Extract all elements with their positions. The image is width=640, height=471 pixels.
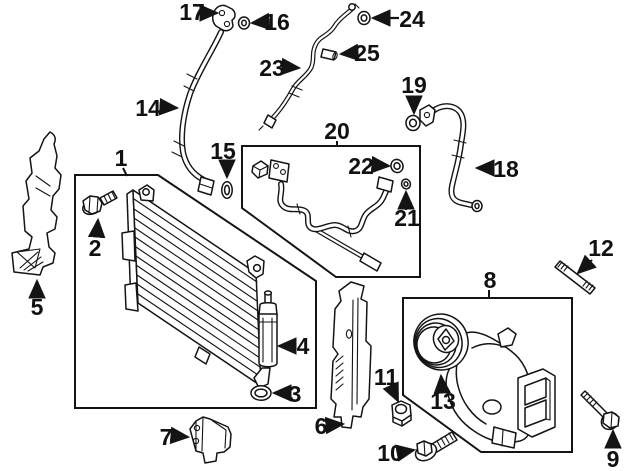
o-ring-19 (405, 114, 421, 132)
lower-mount-bracket (189, 416, 232, 464)
callout-labels: 1 2 3 4 5 6 7 8 9 10 11 12 13 14 15 16 1… (31, 0, 620, 471)
flange-bolt-10 (414, 431, 458, 462)
callout-label-19: 19 (401, 72, 427, 98)
compressor-body (445, 327, 556, 449)
o-ring-16 (237, 16, 251, 30)
callout-label-12: 12 (588, 235, 614, 261)
callout-label-14: 14 (135, 95, 161, 121)
o-ring-15 (221, 180, 233, 200)
callout-label-21: 21 (394, 205, 420, 231)
callout-label-2: 2 (89, 235, 102, 261)
callout-label-8: 8 (484, 267, 497, 293)
o-ring-22 (390, 158, 404, 174)
callout-label-25: 25 (354, 40, 380, 66)
callout-label-18: 18 (493, 156, 519, 182)
callout-label-6: 6 (315, 413, 328, 439)
callout-label-5: 5 (31, 294, 44, 320)
liquid-pipe-18 (419, 103, 483, 213)
callout-label-16: 16 (264, 9, 290, 35)
o-ring-3 (250, 385, 272, 401)
callout-label-20: 20 (324, 118, 350, 144)
hose-fitting-17 (211, 4, 236, 32)
callout-label-1: 1 (115, 145, 128, 171)
callout-label-22: 22 (348, 153, 374, 179)
grommet-24 (357, 10, 371, 26)
condenser-group-box (74, 174, 317, 409)
mount-stud-12 (554, 260, 596, 295)
callout-label-4: 4 (297, 333, 310, 359)
clutch-pulley (413, 313, 469, 371)
callout-label-23: 23 (259, 55, 285, 81)
left-side-bracket (11, 131, 62, 276)
callout-label-3: 3 (289, 381, 302, 407)
callout-label-7: 7 (160, 424, 173, 450)
condenser-core (121, 184, 265, 387)
callout-label-10: 10 (377, 440, 403, 466)
bolt-2 (82, 190, 118, 216)
compressor-group-box (402, 297, 573, 453)
pipe-group-box (241, 145, 421, 278)
callout-label-13: 13 (430, 388, 456, 414)
callout-label-9: 9 (607, 446, 620, 471)
pipe-assembly-20 (251, 159, 394, 272)
callout-label-24: 24 (399, 6, 425, 32)
callout-label-17: 17 (179, 0, 205, 25)
callout-arrows (28, 4, 622, 462)
long-bolt-9 (580, 390, 620, 431)
callout-label-11: 11 (374, 364, 399, 390)
suction-hose-14 (171, 29, 224, 196)
mount-nut-11 (391, 400, 412, 427)
drain-hose-23 (258, 3, 360, 131)
callout-label-15: 15 (210, 138, 236, 164)
right-side-bracket (330, 281, 372, 429)
o-ring-21 (400, 178, 412, 190)
